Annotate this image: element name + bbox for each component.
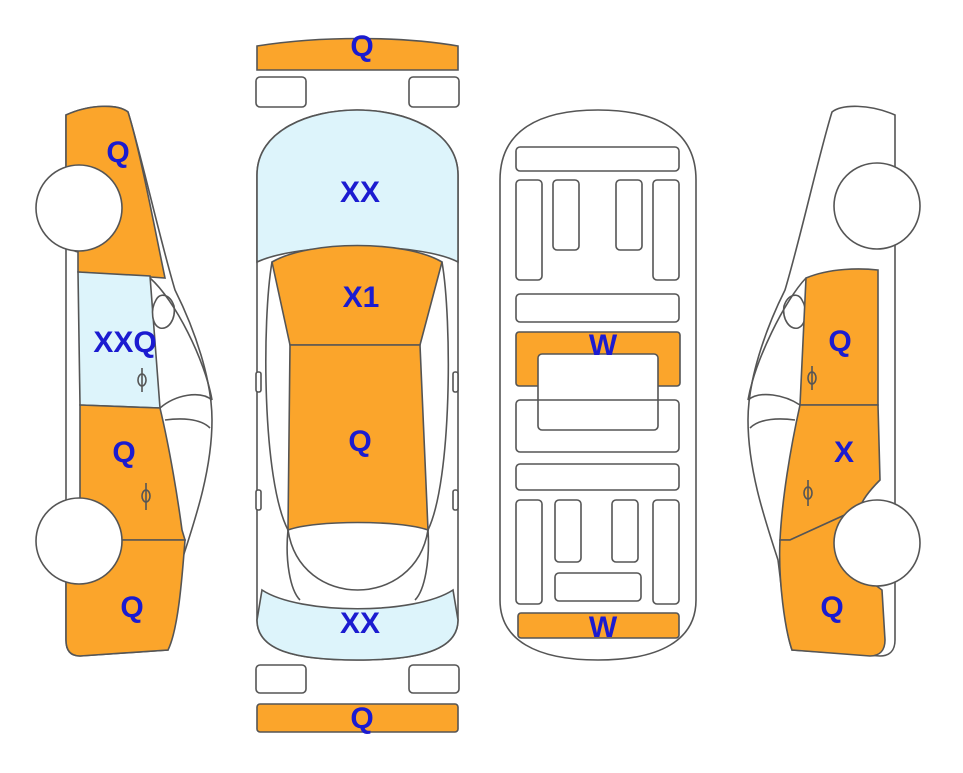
left-handle-1-knob	[137, 373, 147, 387]
top-rear-bumper-panel[interactable]	[256, 703, 459, 733]
top-rear-window-panel[interactable]	[256, 588, 459, 661]
right-body-line-2	[749, 418, 796, 429]
underside-rear-panel-code: W	[589, 611, 618, 644]
left-front-door-panel[interactable]	[79, 404, 187, 541]
right-front-door-panel[interactable]	[799, 268, 879, 406]
left-mirror	[151, 294, 176, 330]
underside-rail-3	[615, 179, 643, 251]
top-handle-left	[255, 489, 262, 511]
right-mirror	[782, 294, 807, 330]
underside-rail-2	[552, 179, 580, 251]
right-body-line	[747, 393, 801, 406]
left-body-line-2	[164, 418, 211, 429]
underside-rail-6	[554, 499, 582, 563]
top-taillight-right	[408, 664, 460, 694]
right-front-wheel	[833, 162, 921, 250]
top-rear-deck-line	[287, 529, 429, 591]
right-rear-wheel	[833, 499, 921, 587]
top-side-line-left	[265, 261, 301, 601]
damage-labels: Q XXQ Q Q Q XX X1 Q XX Q W W Q X Q	[93, 30, 854, 735]
left-front-wheel	[35, 164, 123, 252]
underside-rail-4	[652, 179, 680, 281]
top-hood-code: X1	[343, 281, 380, 314]
underside-front-panel-code: W	[589, 329, 618, 362]
underside-rail-8	[652, 499, 680, 605]
top-windshield-code: XX	[340, 176, 380, 209]
right-rear-fender-code: Q	[820, 591, 843, 624]
top-handle-right	[452, 489, 459, 511]
underside-rear-bar	[554, 572, 642, 602]
underside-crossbar-3	[515, 463, 680, 491]
top-mirror-right	[452, 371, 459, 393]
top-headlight-right	[408, 76, 460, 108]
left-rear-wheel	[35, 497, 123, 585]
top-headlight-left	[255, 76, 307, 108]
top-front-bumper-code: Q	[350, 30, 373, 63]
underside-center-tunnel	[537, 353, 659, 431]
underside-rail-1	[515, 179, 543, 281]
left-rear-fender-code: Q	[120, 591, 143, 624]
right-rear-door-code: X	[834, 436, 854, 469]
left-body-line	[159, 393, 213, 409]
top-side-line-right	[414, 261, 450, 601]
underside-view	[499, 109, 697, 661]
right-front-door-code: Q	[828, 325, 851, 358]
right-side-view	[747, 105, 921, 657]
underside-crossbar-1	[515, 293, 680, 323]
right-body-line-3	[747, 277, 807, 401]
underside-rail-5	[515, 499, 543, 605]
left-handle-2-knob	[141, 489, 151, 503]
left-window-code: XXQ	[93, 326, 156, 359]
left-front-fender-code: Q	[106, 136, 129, 169]
left-side-view	[35, 105, 213, 657]
top-view	[255, 37, 460, 733]
top-rear-window-code: XX	[340, 607, 380, 640]
underside-rail-7	[611, 499, 639, 563]
right-handle-1-knob	[807, 371, 817, 385]
top-mirror-left	[255, 371, 262, 393]
underside-front-bar	[515, 146, 680, 172]
top-taillight-left	[255, 664, 307, 694]
top-front-bumper-panel[interactable]	[256, 37, 459, 71]
top-roof-code: Q	[348, 425, 371, 458]
left-body-line-3	[149, 277, 213, 401]
top-rear-bumper-code: Q	[350, 702, 373, 735]
top-hood-panel[interactable]	[271, 244, 443, 346]
underside-crossbar-2	[515, 399, 680, 453]
left-front-door-code: Q	[112, 436, 135, 469]
underside-rear-panel[interactable]	[517, 612, 680, 639]
right-handle-2-knob	[803, 486, 813, 500]
